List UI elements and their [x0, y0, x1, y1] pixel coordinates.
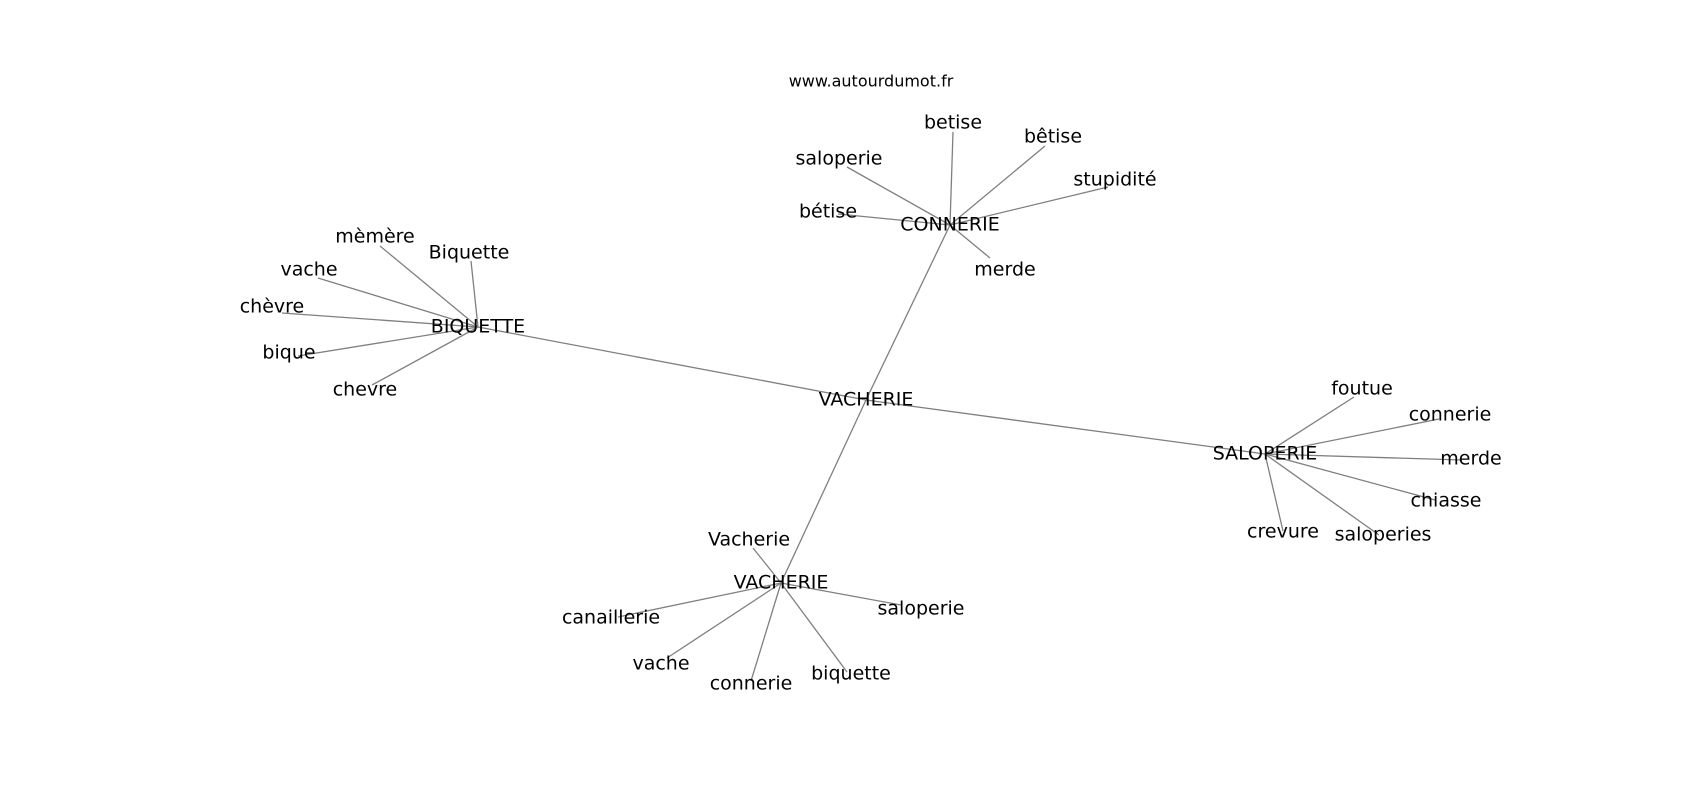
leaf-node-label[interactable]: biquette	[811, 663, 891, 685]
leaf-node-label[interactable]: chevre	[333, 379, 398, 401]
leaf-node-label[interactable]: canaillerie	[562, 607, 660, 629]
edge-saloperie-leaf	[1264, 453, 1380, 536]
edge-biquette-leaf	[371, 326, 479, 386]
edge-vacherie-leaf	[752, 547, 782, 584]
leaf-node-label[interactable]: connerie	[1409, 404, 1492, 426]
edge-biquette-leaf	[379, 245, 479, 328]
leaf-node-label[interactable]: vache	[280, 259, 337, 281]
edge-biquette-leaf	[317, 277, 479, 328]
leaf-node-label[interactable]: bique	[262, 342, 315, 364]
leaf-node-label[interactable]: betise	[924, 112, 982, 134]
edge-connerie-leaf	[846, 166, 951, 226]
leaf-node-label[interactable]: Biquette	[429, 242, 510, 264]
leaf-node-label[interactable]: bétise	[799, 201, 857, 223]
edge-vacherie-leaf	[750, 582, 782, 682]
edge-saloperie-leaf	[1264, 453, 1284, 532]
leaf-node-label[interactable]: vache	[632, 653, 689, 675]
edge-connerie-leaf	[949, 145, 1046, 226]
edge-saloperie-leaf	[1264, 453, 1436, 501]
hub-node-label-vacherie[interactable]: VACHERIE	[734, 572, 829, 594]
edge-biquette-leaf	[470, 260, 479, 328]
edge-center-biquette	[477, 326, 867, 401]
site-label: www.autourdumot.fr	[789, 72, 954, 91]
leaf-node-label[interactable]: merde	[1440, 448, 1501, 470]
edge-connerie-leaf	[837, 213, 951, 226]
leaf-node-label[interactable]: crevure	[1247, 521, 1319, 543]
hub-node-label-saloperie[interactable]: SALOPERIE	[1213, 443, 1318, 465]
center-node-label[interactable]: VACHERIE	[819, 389, 914, 411]
leaf-node-label[interactable]: saloperies	[1335, 524, 1432, 546]
hub-node-label-connerie[interactable]: CONNERIE	[900, 214, 999, 236]
edge-biquette-leaf	[297, 326, 479, 357]
edge-center-vacherie	[780, 399, 867, 584]
edge-connerie-leaf	[949, 224, 991, 259]
leaf-node-label[interactable]: chèvre	[240, 296, 305, 318]
edge-vacherie-leaf	[780, 582, 902, 606]
edge-saloperie-leaf	[1264, 418, 1440, 455]
edge-saloperie-leaf	[1264, 453, 1463, 461]
edges	[281, 131, 1463, 682]
edge-vacherie-leaf	[780, 582, 848, 673]
edge-vacherie-leaf	[666, 582, 782, 659]
edge-center-connerie	[865, 224, 951, 401]
leaf-node-label[interactable]: connerie	[710, 673, 793, 695]
edge-saloperie-leaf	[1264, 396, 1355, 455]
edge-center-saloperie	[865, 399, 1266, 455]
leaf-node-label[interactable]: Vacherie	[708, 529, 790, 551]
hub-node-label-biquette[interactable]: BIQUETTE	[431, 316, 525, 338]
leaf-node-label[interactable]: merde	[974, 259, 1035, 281]
leaf-node-label[interactable]: saloperie	[796, 148, 883, 170]
leaf-node-label[interactable]: foutue	[1331, 378, 1393, 400]
edge-connerie-leaf	[949, 131, 954, 226]
leaf-node-label[interactable]: stupidité	[1073, 169, 1156, 191]
edge-biquette-leaf	[281, 312, 479, 328]
leaf-node-label[interactable]: mèmère	[335, 226, 414, 248]
nodes: betise bêtise saloperie stupidité bétise merd…	[240, 112, 1502, 695]
leaf-node-label[interactable]: bêtise	[1024, 126, 1082, 148]
edge-vacherie-leaf	[617, 582, 782, 618]
leaf-node-label[interactable]: saloperie	[878, 598, 965, 620]
edge-connerie-leaf	[949, 186, 1109, 226]
leaf-node-label[interactable]: chiasse	[1411, 490, 1482, 512]
